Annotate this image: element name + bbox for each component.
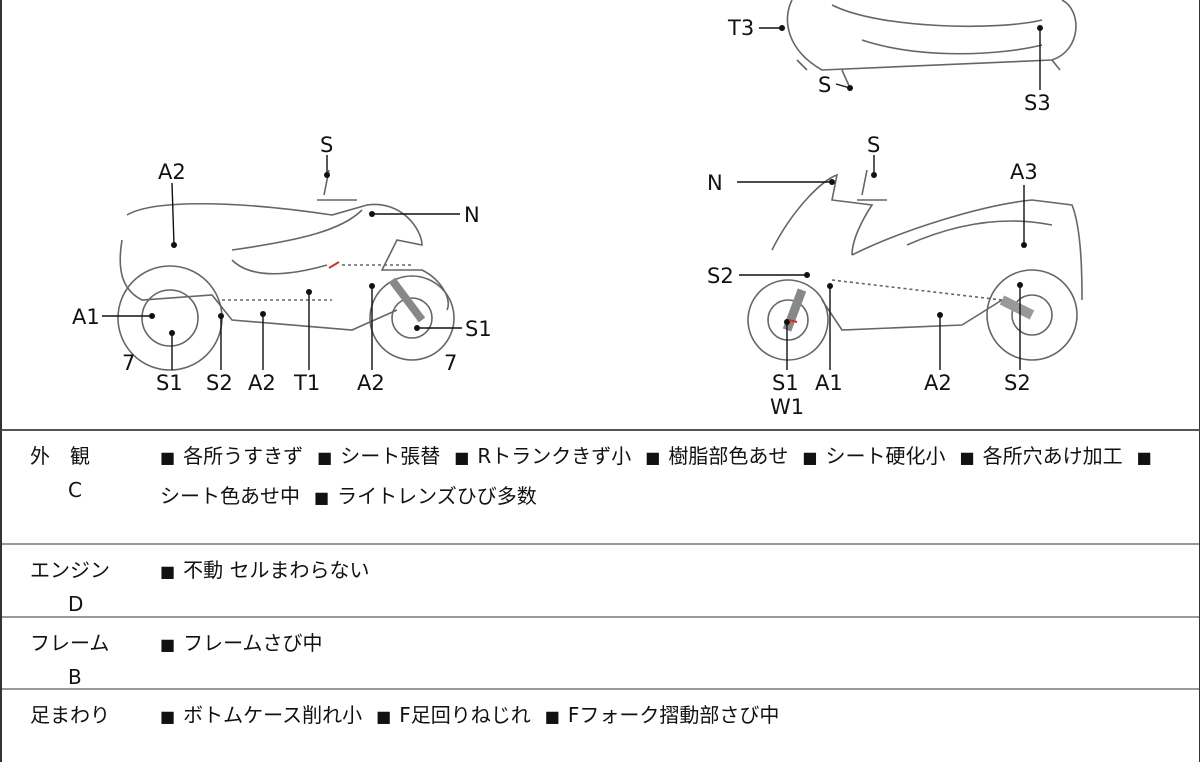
label-s: S: [867, 133, 881, 157]
label-a2: A2: [924, 371, 952, 395]
condition-item-text: Rトランクきず小: [477, 444, 632, 468]
category-label: フレーム: [30, 631, 110, 655]
label-s2: S2: [206, 371, 233, 395]
label-a1: A1: [815, 371, 843, 395]
condition-item-text: 各所穴あけ加工: [982, 444, 1123, 468]
condition-item-text: ライトレンズひび多数: [337, 484, 537, 508]
condition-item: ■ フレームさび中: [160, 631, 323, 655]
condition-item-text: シート硬化小: [825, 444, 946, 468]
label-s: S: [818, 73, 832, 97]
label-a1: A1: [72, 305, 100, 329]
label-s1: S1: [465, 317, 492, 341]
label-a2: A2: [357, 371, 385, 395]
condition-item: ■ 各所穴あけ加工: [960, 444, 1123, 468]
condition-item: ■ シート色あせ中: [160, 444, 1160, 508]
label-7: 7: [444, 351, 458, 375]
bullet-square-icon: ■: [454, 448, 470, 467]
condition-item: ■ 不動 セルまわらない: [160, 558, 369, 582]
category-cell: 外 観 C: [30, 439, 140, 507]
top-view-drawing: [786, 0, 1077, 89]
label-s1: S1: [772, 371, 799, 395]
condition-item: ■ 樹脂部色あせ: [645, 444, 788, 468]
item-list: ■ ボトムケース削れ小 ■ F足回りねじれ ■ Fフォーク摺動部さび中: [160, 696, 1179, 736]
bullet-square-icon: ■: [376, 707, 392, 726]
leader-lines: [102, 27, 1041, 370]
label-a2: A2: [248, 371, 276, 395]
grade-label: B: [68, 665, 82, 689]
label-n: N: [707, 171, 723, 195]
bullet-square-icon: ■: [317, 448, 333, 467]
bullet-square-icon: ■: [544, 707, 560, 726]
condition-item: ■ ボトムケース削れ小: [160, 703, 362, 727]
row-engine: エンジン D ■ 不動 セルまわらない: [2, 545, 1199, 618]
condition-item: ■ Fフォーク摺動部さび中: [545, 703, 780, 727]
bullet-square-icon: ■: [314, 488, 330, 507]
label-a3: A3: [1010, 160, 1038, 184]
condition-item: ■ シート硬化小: [802, 444, 945, 468]
category-label: エンジン: [30, 558, 110, 582]
grade-label: C: [68, 478, 82, 502]
condition-item: ■ F足回りねじれ: [376, 703, 531, 727]
motorcycle-drawings: [102, 0, 1083, 371]
bullet-square-icon: ■: [160, 448, 176, 467]
bullet-square-icon: ■: [1136, 448, 1152, 467]
label-a2: A2: [158, 160, 186, 184]
label-s3: S3: [1024, 91, 1051, 115]
label-t1: T1: [294, 371, 321, 395]
category-cell: フレーム B: [30, 626, 140, 694]
category-cell: エンジン D: [30, 553, 140, 621]
label-7: 7: [122, 351, 136, 375]
damage-diagram: T3 S S3 S A2 N A1 S1 7 S1 S2 A2 T1 A2 7 …: [0, 0, 1200, 431]
grade-label: D: [68, 592, 84, 616]
condition-item-text: F足回りねじれ: [399, 703, 531, 727]
condition-item-text: 各所うすきず: [183, 444, 304, 468]
label-n: N: [464, 203, 480, 227]
label-t3: T3: [728, 16, 755, 40]
bullet-square-icon: ■: [645, 448, 661, 467]
condition-item: ■ ライトレンズひび多数: [314, 484, 537, 508]
condition-table: 外 観 C ■ 各所うすきず ■ シート張替 ■ Rトランクきず小 ■ 樹脂部色あせ ■ シート硬…: [0, 431, 1200, 762]
condition-item-text: シート色あせ中: [160, 484, 300, 508]
condition-item-text: Fフォーク摺動部さび中: [567, 703, 780, 727]
condition-item-text: ボトムケース削れ小: [183, 703, 363, 727]
marker-dots: [149, 25, 1043, 336]
category-cell: 足まわり: [30, 698, 140, 732]
category-label: 足まわり: [30, 703, 110, 727]
label-s2: S2: [1004, 371, 1031, 395]
left-side-bike-drawing: [117, 169, 455, 371]
condition-item: ■ 各所うすきず: [160, 444, 303, 468]
damage-marks: [328, 261, 798, 323]
bullet-square-icon: ■: [160, 635, 176, 654]
item-list: ■ 不動 セルまわらない: [160, 551, 1179, 591]
label-s: S: [320, 133, 334, 157]
right-side-bike-drawing: [747, 169, 1083, 361]
label-w1: W1: [770, 395, 805, 419]
condition-item: ■ Rトランクきず小: [454, 444, 631, 468]
condition-item-text: フレームさび中: [183, 631, 323, 655]
condition-item: ■ シート張替: [317, 444, 440, 468]
row-frame: フレーム B ■ フレームさび中: [2, 618, 1199, 690]
bullet-square-icon: ■: [802, 448, 818, 467]
condition-item-text: シート張替: [340, 444, 441, 468]
bullet-square-icon: ■: [160, 707, 176, 726]
row-suspension: 足まわり ■ ボトムケース削れ小 ■ F足回りねじれ ■ Fフォーク摺動部さび中: [2, 690, 1199, 762]
category-label: 外 観: [30, 444, 90, 468]
bullet-square-icon: ■: [959, 448, 975, 467]
row-exterior: 外 観 C ■ 各所うすきず ■ シート張替 ■ Rトランクきず小 ■ 樹脂部色あせ ■ シート硬…: [2, 431, 1199, 545]
label-s2: S2: [707, 264, 734, 288]
label-s1: S1: [156, 371, 183, 395]
condition-item-text: 不動 セルまわらない: [183, 558, 370, 582]
item-list: ■ 各所うすきず ■ シート張替 ■ Rトランクきず小 ■ 樹脂部色あせ ■ シート硬化小 ■ 各所穴…: [160, 437, 1179, 517]
item-list: ■ フレームさび中: [160, 624, 1179, 664]
condition-item-text: 樹脂部色あせ: [668, 444, 789, 468]
bullet-square-icon: ■: [160, 562, 176, 581]
